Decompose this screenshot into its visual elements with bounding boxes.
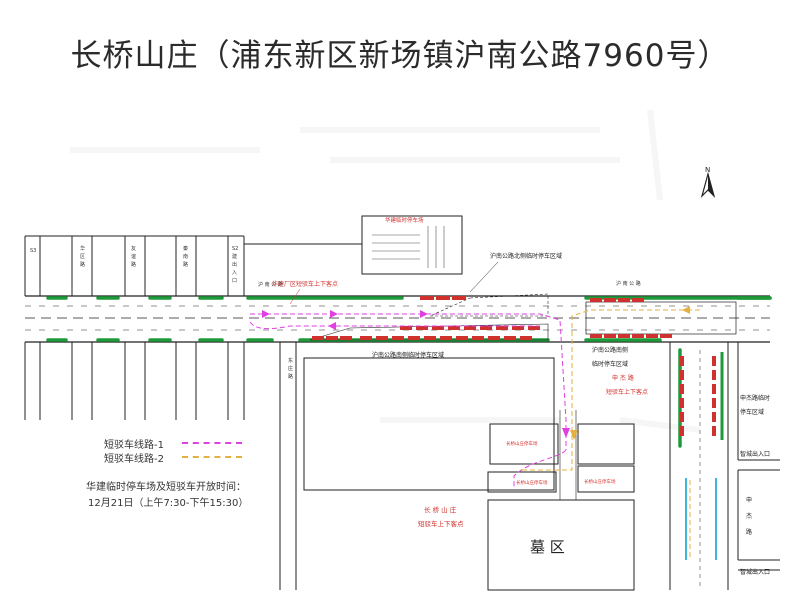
svg-text:东: 东 [288, 357, 293, 364]
svg-text:路: 路 [131, 261, 136, 268]
shenjie-stop-label-2: 短驳车上下客点 [606, 388, 648, 396]
hunan-road [25, 295, 770, 343]
svg-text:入: 入 [232, 270, 237, 276]
north-zone-label: 沪南公路北侧临时停车区域 [490, 252, 562, 260]
notice-line2: 12月21日（上午7:30-下午15:30） [88, 498, 249, 509]
legend-route2-label: 短驳车线路-2 [104, 453, 164, 465]
legend-route1-label: 短驳车线路-1 [104, 439, 164, 451]
hunan-road-left-label: 沪 南 公 路 [258, 281, 283, 288]
svg-text:友: 友 [131, 245, 136, 252]
svg-text:庄: 庄 [288, 365, 293, 372]
svg-text:长桥山庄停车场: 长桥山庄停车场 [506, 440, 538, 447]
svg-text:路: 路 [288, 373, 293, 380]
svg-text:区: 区 [80, 254, 85, 260]
zhicheng-exit-1: 智城出入口 [740, 450, 770, 458]
huajian-parking-lot: 华建临时停车场 [361, 215, 463, 275]
route-1-path [249, 313, 567, 488]
south-side-parking-block: 沪南公路南侧 临时停车区域 [585, 298, 737, 368]
route-1-arrows [262, 310, 570, 438]
svg-text:南: 南 [183, 253, 188, 260]
svg-text:S2: S2 [232, 246, 238, 252]
shenjie-cyan-lanes [685, 478, 717, 560]
shenjie-stop-label-1: 申 杰 路 [612, 374, 634, 382]
svg-text:路: 路 [80, 261, 85, 268]
left-cross-streets [24, 235, 402, 590]
north-arrow-icon: N [700, 166, 716, 199]
svg-text:出: 出 [232, 261, 237, 268]
svg-text:申: 申 [746, 496, 752, 504]
changqiao-blocks [303, 357, 635, 591]
route-2-arrows [570, 306, 690, 440]
huajian-lot-label: 华建临时停车场 [385, 216, 424, 224]
legend: 短驳车线路-1 短驳车线路-2 [104, 436, 242, 465]
svg-text:路: 路 [746, 528, 752, 536]
legend-route2-swatch [182, 456, 242, 458]
background-faint-marks [70, 109, 701, 433]
changqiao-stop-label-2: 短驳车上下客点 [418, 519, 464, 528]
svg-text:华: 华 [80, 245, 85, 252]
svg-text:杰: 杰 [746, 512, 752, 520]
road-s3-label: S3 [30, 248, 36, 254]
shenjie-zone-label-2: 停车区域 [740, 408, 764, 416]
svg-text:秦: 秦 [183, 245, 188, 252]
south-side-zone-label-1: 沪南公路南侧 [592, 346, 628, 354]
page-title: 长桥山庄（浦东新区新场镇沪南公路7960号） [70, 38, 730, 74]
hunan-road-right-label: 沪 南 公 路 [616, 280, 641, 287]
south-zone-label: 沪南公路南侧临时停车区域 [372, 351, 444, 359]
svg-text:口: 口 [232, 278, 237, 284]
legend-route1-swatch [182, 442, 242, 444]
south-parking-zone: 沪南公路南侧临时停车区域 [309, 323, 549, 359]
svg-text:长桥山庄停车场: 长桥山庄停车场 [584, 478, 616, 485]
opening-notice: 华建临时停车场及短驳车开放时间： 12月21日（上午7:30-下午15:30） [86, 480, 248, 512]
svg-text:路: 路 [183, 261, 188, 268]
cemetery-label: 墓 区 [530, 538, 565, 556]
changqiao-stop-label-1: 长 桥 山 庄 [424, 505, 457, 514]
south-side-zone-label-2: 临时停车区域 [592, 360, 628, 368]
svg-text:建: 建 [232, 253, 237, 260]
notice-line1: 华建临时停车场及短驳车开放时间： [86, 482, 246, 493]
shenjie-road [669, 342, 780, 590]
svg-text:长桥山庄停车场: 长桥山庄停车场 [516, 479, 548, 486]
shenjie-zone-label-1: 申杰路临时 [740, 394, 770, 402]
svg-text:N: N [705, 166, 710, 174]
shenjie-cars [680, 356, 716, 436]
huajian-stop-label: 华建厂区短驳车上下客点 [272, 280, 338, 288]
zhicheng-exit-2: 智城出入口 [740, 568, 770, 576]
route-2-path [522, 309, 700, 560]
svg-text:谊: 谊 [131, 253, 136, 260]
